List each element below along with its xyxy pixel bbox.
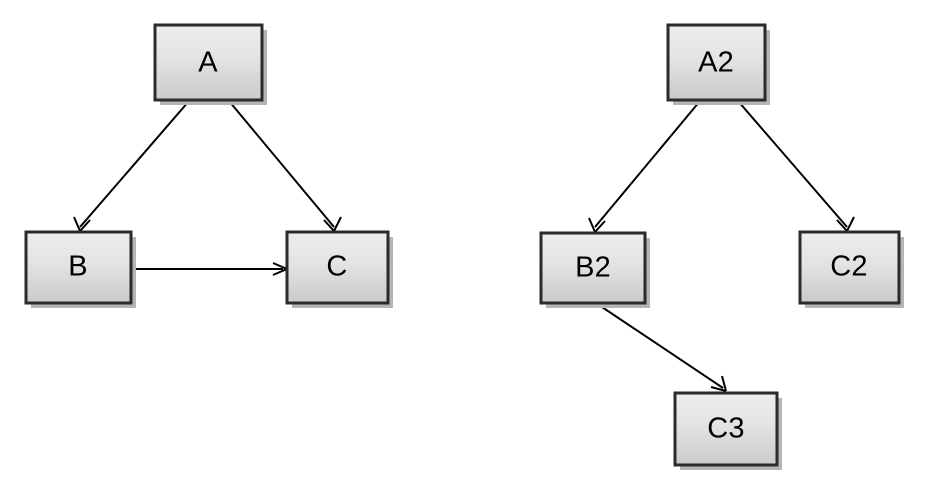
edge-a2-to-c2 (737, 100, 855, 232)
edge-b-to-c (131, 262, 288, 276)
node-b-label: B (68, 251, 88, 283)
node-a-label: A (198, 47, 218, 79)
node-a2[interactable]: A2 (666, 23, 770, 105)
node-c3[interactable]: C3 (673, 391, 782, 470)
edge-a-to-b (73, 100, 190, 232)
node-b2-label: B2 (575, 252, 611, 284)
right-graph: A2 B2 C2 C3 (539, 23, 904, 470)
node-c-box (285, 230, 390, 305)
node-b[interactable]: B (24, 230, 136, 308)
node-a2-label: A2 (698, 47, 734, 79)
node-a2-box (666, 23, 767, 102)
node-a-box (153, 23, 264, 102)
node-c2-label: C2 (830, 251, 867, 283)
edge-a2-to-b2 (588, 100, 701, 233)
node-c[interactable]: C (285, 230, 393, 308)
node-a[interactable]: A (153, 23, 267, 105)
node-c3-label: C3 (707, 413, 744, 445)
edge-b2-to-c3 (595, 302, 727, 392)
node-c3-box (673, 391, 779, 467)
node-c-label: C (326, 251, 347, 283)
node-b2-box (539, 231, 647, 305)
node-b2[interactable]: B2 (539, 231, 650, 308)
node-b-box (24, 230, 133, 305)
edge-a-to-c (228, 100, 342, 232)
node-c2-box (798, 230, 901, 305)
node-c2[interactable]: C2 (798, 230, 904, 308)
left-graph: A B C (24, 23, 393, 308)
